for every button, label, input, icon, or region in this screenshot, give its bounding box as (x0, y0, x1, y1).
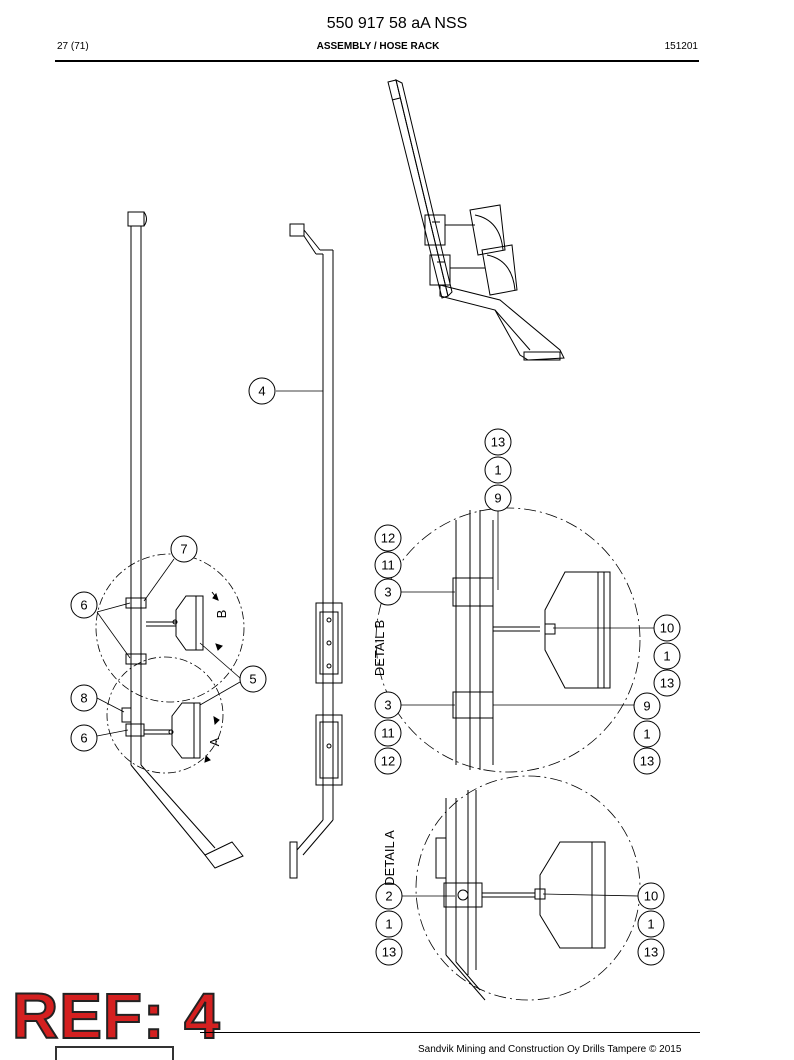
front-view-middle (289, 223, 343, 879)
balloon-9: 9 (494, 491, 501, 506)
detail-a-callout-circle (106, 656, 224, 774)
balloon-6: 6 (80, 731, 87, 746)
side-view-left (121, 211, 244, 869)
balloon-6: 6 (80, 598, 87, 613)
detail-b-callout-circle (95, 553, 245, 703)
date-code: 151201 (664, 41, 698, 52)
footer-rule (200, 1032, 700, 1033)
leader-lines (96, 390, 654, 897)
balloon-1: 1 (663, 649, 670, 664)
balloon-13: 13 (660, 676, 674, 691)
view-label-b: B (214, 610, 229, 619)
balloons (70, 377, 681, 966)
page-title: ASSEMBLY / HOSE RACK (316, 41, 440, 52)
detail-a-view (415, 775, 641, 1001)
balloon-13: 13 (382, 945, 396, 960)
detail-b-label: DETAIL B (372, 620, 387, 676)
detail-a-label: DETAIL A (382, 830, 397, 886)
detail-b-view (375, 507, 641, 773)
balloon-1: 1 (494, 463, 501, 478)
balloon-1: 1 (643, 727, 650, 742)
balloon-10: 10 (644, 889, 658, 904)
balloon-10: 10 (660, 621, 674, 636)
balloon-1: 1 (647, 917, 654, 932)
balloon-12: 12 (381, 754, 395, 769)
balloon-9: 9 (643, 699, 650, 714)
balloon-5: 5 (249, 672, 256, 687)
balloon-8: 8 (80, 691, 87, 706)
ref-stamp: REF: 4 (11, 980, 221, 1052)
balloon-11: 11 (381, 726, 395, 741)
isometric-view (387, 79, 565, 361)
document-number: 550 917 58 aA NSS (326, 15, 468, 32)
balloon-7: 7 (180, 542, 187, 557)
balloon-13: 13 (644, 945, 658, 960)
balloon-12: 12 (381, 531, 395, 546)
balloon-3: 3 (384, 698, 391, 713)
view-label-a: A (207, 737, 222, 746)
sandvik-logo (55, 1046, 174, 1060)
page-number: 27 (71) (57, 41, 89, 52)
balloon-2: 2 (385, 889, 392, 904)
balloon-1: 1 (385, 917, 392, 932)
footer-copyright: Sandvik Mining and Construction Oy Drill… (418, 1044, 682, 1055)
balloon-13: 13 (491, 435, 505, 450)
header-rule (55, 60, 699, 62)
balloon-13: 13 (640, 754, 654, 769)
balloon-11: 11 (381, 558, 395, 573)
balloon-4: 4 (258, 384, 265, 399)
balloon-3: 3 (384, 585, 391, 600)
